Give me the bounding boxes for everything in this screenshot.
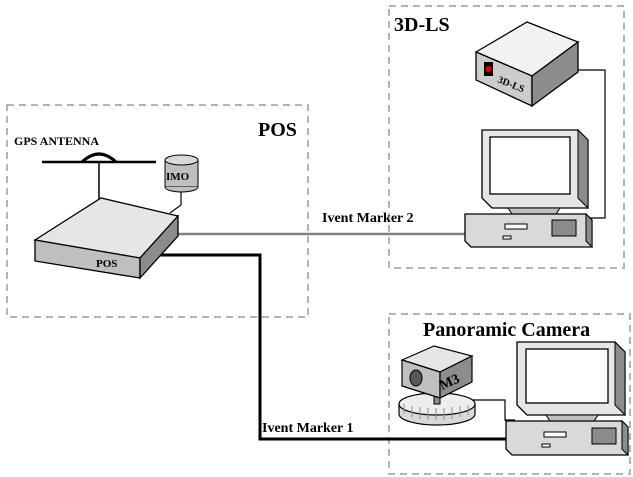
marker-2-label: Ivent Marker 2 [322,211,414,226]
imo-icon [164,154,199,214]
marker-1-label: Ivent Marker 1 [262,421,354,436]
pos-unit-label: POS [96,258,117,270]
scanner-unit-icon [474,21,580,108]
camera-group-frame [388,313,631,475]
camera-group-title: Panoramic Camera [423,319,590,341]
pos-group-title: POS [258,119,297,141]
gps-antenna-icon [42,152,156,200]
imo-label: IMO [166,171,190,183]
camera-pc-icon [505,340,629,457]
pos-group-frame [6,104,309,318]
scanner-pc-icon [464,128,593,249]
gps-antenna-label: GPS ANTENNA [14,134,99,148]
scanner-cable [565,69,606,219]
scanner-group-frame [388,5,625,269]
camera-head-icon [398,345,476,426]
pos-unit-icon [33,197,180,280]
marker-1-line [140,255,506,441]
scanner-group-title: 3D-LS [394,14,450,36]
camera-cable [470,399,515,421]
